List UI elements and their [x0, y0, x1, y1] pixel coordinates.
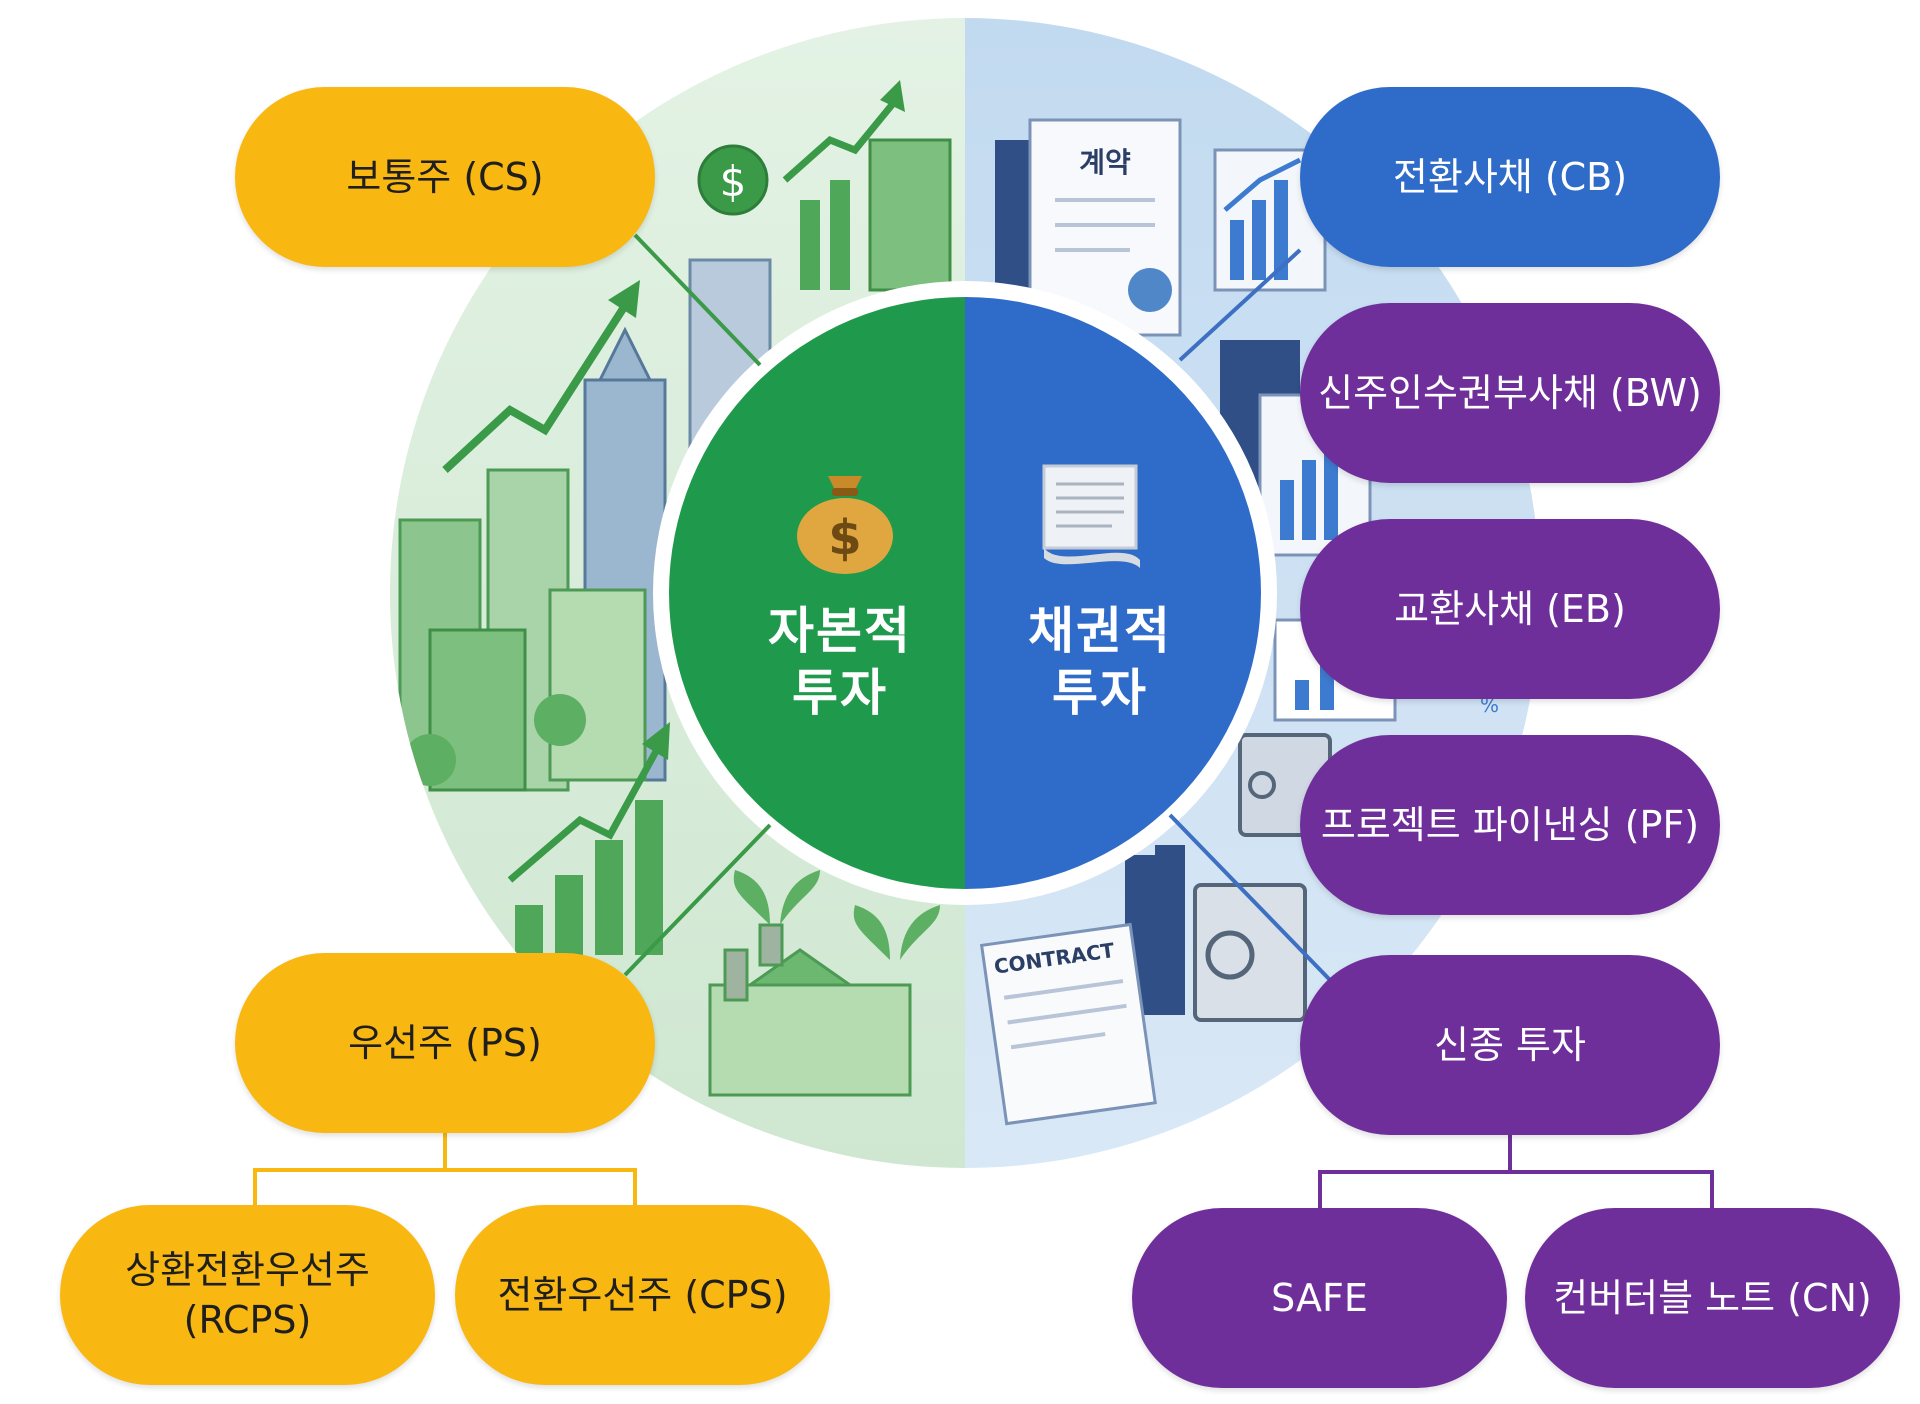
equity-investment-label: 자본적 투자	[768, 602, 912, 722]
dollar-coin-icon: $	[720, 157, 747, 206]
svg-text:%: %	[1480, 693, 1499, 717]
finance-illustration: 계약 % CONT	[979, 118, 1499, 1126]
pill-common-stock: 보통주 (CS)	[235, 87, 655, 267]
pill-convertible-note: 컨버터블 노트 (CN)	[1525, 1208, 1900, 1388]
pill-safe: SAFE	[1132, 1208, 1507, 1388]
svg-text:계약: 계약	[1079, 146, 1131, 179]
pill-rcps: 상환전환우선주 (RCPS)	[60, 1205, 435, 1385]
pill-project-financing: 프로젝트 파이낸싱 (PF)	[1300, 735, 1720, 915]
city-illustration: $	[398, 80, 952, 1097]
pill-exchangeable-bond: 교환사채 (EB)	[1300, 519, 1720, 699]
money-bag-icon: $	[797, 476, 893, 574]
pill-bond-with-warrant: 신주인수권부사채 (BW)	[1300, 303, 1720, 483]
debt-investment-label: 채권적 투자	[1028, 602, 1172, 722]
pill-convertible-bond: 전환사채 (CB)	[1300, 87, 1720, 267]
pill-new-investment: 신종 투자	[1300, 955, 1720, 1135]
pill-preferred-stock: 우선주 (PS)	[235, 953, 655, 1133]
svg-text:$: $	[828, 510, 861, 566]
document-icon	[1042, 464, 1140, 568]
center-circle	[653, 281, 1277, 905]
pill-cps: 전환우선주 (CPS)	[455, 1205, 830, 1385]
connector-lines	[253, 233, 1714, 1208]
